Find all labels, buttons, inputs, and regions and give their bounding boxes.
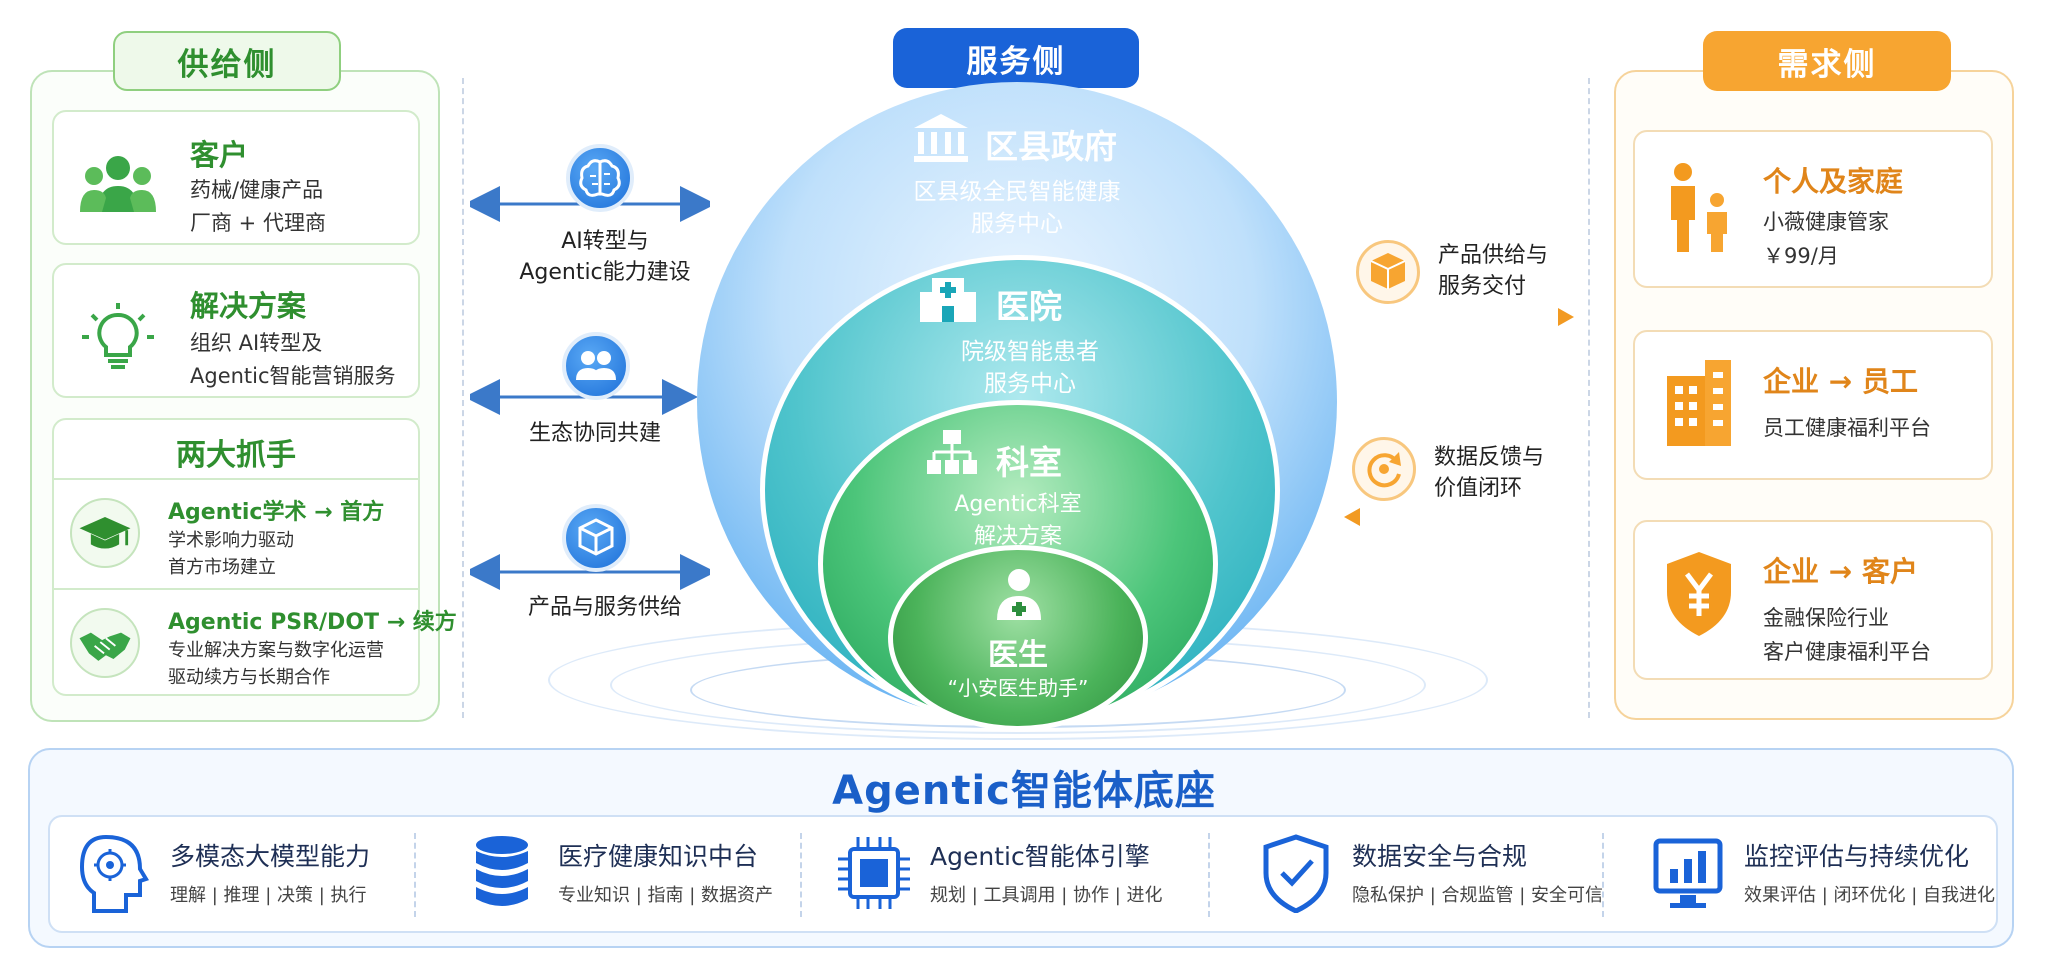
hospital-icon [920,278,976,322]
feature-sub: 理解 | 推理 | 决策 | 执行 [170,885,367,906]
feature-security: 数据安全与合规 隐私保护 | 合规监管 | 安全可信 [1238,815,1608,933]
department-line1: Agentic科室 [954,492,1082,517]
demand-card-line1: 小薇健康管家 [1763,210,1889,234]
feature-engine: Agentic智能体引擎 规划 | 工具调用 | 协作 | 进化 [816,815,1196,933]
chip-icon [838,837,910,909]
right-arrows [1340,308,1574,526]
levers-title: 两大抓手 [176,438,296,473]
feature-sub: 效果评估 | 闭环优化 | 自我进化 [1744,885,1996,906]
brain-icon [566,144,634,212]
solution-title: 解决方案 [190,289,307,323]
hospital-line1: 院级智能患者 [961,339,1099,365]
demand-card-line1: 员工健康福利平台 [1763,416,1931,440]
demand-card-title: 企业 → 员工 [1763,365,1918,398]
doctor-icon [997,569,1041,620]
department-line2: 解决方案 [973,524,1062,549]
feature-sub: 隐私保护 | 合规监管 | 安全可信 [1352,885,1604,906]
customer-card: 客户 药械/健康产品 厂商 + 代理商 [52,110,420,245]
divider-right [1588,78,1590,718]
lever-item: Agentic学术 → 首方 学术影响力驱动 首方市场建立 [54,478,418,586]
department-title: 科室 [996,443,1062,482]
government-building-icon [914,114,968,162]
divider-left [462,78,464,718]
solution-line2: Agentic智能营销服务 [190,364,396,388]
county-title: 区县政府 [985,127,1117,166]
flow-arrowhead [1344,508,1360,526]
customer-line1: 药械/健康产品 [190,178,324,202]
people-group-icon [80,156,156,212]
feature-knowledge: 医疗健康知识中台 专业知识 | 指南 | 数据资产 [444,815,804,933]
feature-title: 数据安全与合规 [1352,842,1528,871]
county-line2: 服务中心 [971,211,1063,237]
link-label-3: 产品与服务供给 [527,595,682,620]
cube-icon [562,504,630,572]
hospital-title: 医院 [996,287,1062,326]
doctor-title: 医生 [988,638,1048,673]
flow-arrowhead [1558,308,1574,326]
feature-title: 医疗健康知识中台 [558,842,759,871]
demand-card-line2: ￥99/月 [1763,244,1839,268]
feature-title: 监控评估与持续优化 [1744,842,1970,871]
demand-card-customer: 企业 → 客户 金融保险行业 客户健康福利平台 [1633,520,1993,680]
solution-line1: 组织 AI转型及 [190,331,323,355]
graduation-cap-icon [79,516,131,549]
feature-separator [800,833,802,917]
refresh-cycle-icon [1352,437,1416,501]
feature-separator [414,833,416,917]
customer-line2: 厂商 + 代理商 [190,211,326,235]
doctor-line1: “小安医生助手” [947,676,1089,700]
demand-card-line2: 客户健康福利平台 [1763,640,1931,664]
database-icon [476,836,528,906]
lever-line1: 专业解决方案与数字化运营 [168,640,384,661]
lever-item: Agentic PSR/DOT → 续方 专业解决方案与数字化运营 驱动续方与长… [54,588,457,696]
feature-sub: 规划 | 工具调用 | 协作 | 进化 [930,885,1163,906]
lever-line1: 学术影响力驱动 [168,530,294,551]
handshake-icon [79,632,131,661]
demand-card-line1: 金融保险行业 [1763,606,1889,630]
hospital-line2: 服务中心 [984,371,1076,397]
link-label-1: AI转型与 Agentic能力建设 [519,229,691,285]
lightbulb-icon [82,303,154,369]
demand-card-title: 企业 → 客户 [1763,555,1918,588]
monitor-chart-icon [1653,838,1723,908]
feature-title: 多模态大模型能力 [170,842,371,871]
feature-multimodal: 多模态大模型能力 理解 | 推理 | 决策 | 执行 [56,815,416,933]
solution-card: 解决方案 组织 AI转型及 Agentic智能营销服务 [52,263,420,398]
lever-line2: 首方市场建立 [168,557,276,578]
people-icon [562,332,630,400]
parent-child-icon [1671,163,1727,252]
link-label-2: 生态协同共建 [528,421,661,446]
customer-title: 客户 [190,138,249,172]
supply-title: 供给侧 [113,31,341,91]
levers-card: 两大抓手 Agentic学术 → 首方 学术影响力驱动 首方市场建立 Agent… [52,418,457,696]
package-icon [1356,240,1420,304]
lever-title: Agentic学术 → 首方 [168,500,385,525]
feature-title: Agentic智能体引擎 [930,842,1150,871]
feature-separator [1602,833,1604,917]
feature-monitoring: 监控评估与持续优化 效果评估 | 闭环优化 | 自我进化 [1630,815,2000,933]
demand-title: 需求侧 [1703,31,1951,91]
shield-yen-icon [1667,552,1731,636]
org-chart-icon [927,430,977,474]
feature-separator [1208,833,1210,917]
office-building-icon [1667,360,1731,446]
demand-card-family: 个人及家庭 小薇健康管家 ￥99/月 [1633,130,1993,288]
feature-sub: 专业知识 | 指南 | 数据资产 [558,885,774,906]
demand-card-employee: 企业 → 员工 员工健康福利平台 [1633,330,1993,480]
base-title: Agentic智能体底座 [832,768,1216,814]
service-title: 服务侧 [893,28,1139,88]
head-ai-icon [79,834,149,913]
flow-label-1: 产品供给与 服务交付 [1438,243,1549,299]
flow-label-2: 数据反馈与 价值闭环 [1434,445,1545,501]
shield-check-icon [1263,834,1329,913]
lever-title: Agentic PSR/DOT → 续方 [168,610,457,635]
lever-line2: 驱动续方与长期合作 [168,667,330,688]
demand-card-title: 个人及家庭 [1763,165,1904,198]
county-line1: 区县级全民智能健康 [913,179,1121,205]
